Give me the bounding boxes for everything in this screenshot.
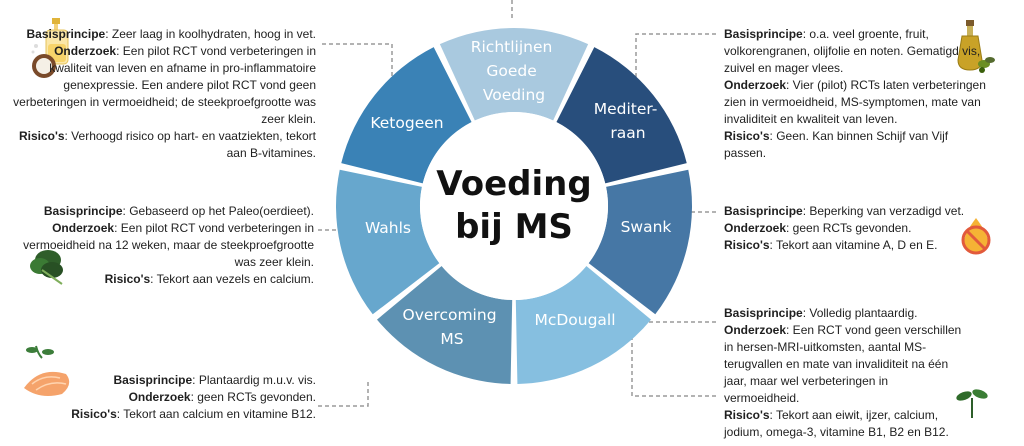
segment-mcdougall-wedge: [515, 266, 652, 384]
label-risicos: Risico's: [104, 272, 151, 286]
label-onderzoek: Onderzoek: [54, 44, 117, 58]
label-basis: Basisprincipe: [113, 373, 193, 387]
segment-wahls-label: Wahls: [365, 219, 411, 237]
label-onderzoek: Onderzoek: [52, 221, 115, 235]
center-title-line1: Voeding: [436, 164, 591, 204]
label-onderzoek: Onderzoek: [724, 323, 787, 337]
segment-overcoming[interactable]: Overcoming MS: [376, 266, 513, 384]
ketogeen-onderzoek: : Een pilot RCT vond verbeteringen in kw…: [13, 44, 316, 126]
desc-swank: Basisprincipe: Beperking van verzadigd v…: [724, 203, 974, 254]
desc-wahls: Basisprincipe: Gebaseerd op het Paleo(oe…: [20, 203, 314, 288]
segment-ketogeen-wedge: [341, 47, 472, 184]
label-risicos: Risico's: [724, 129, 770, 143]
desc-ketogeen: Basisprincipe: Zeer laag in koolhydraten…: [10, 26, 316, 162]
mediterraan-onderzoek: : Vier (pilot) RCTs laten verbeteringen …: [724, 78, 986, 126]
segment-swank[interactable]: Swank: [588, 169, 692, 315]
ketogeen-basis: : Zeer laag in koolhydraten, hoog in vet…: [105, 27, 316, 41]
segment-overcoming-wedge: [376, 266, 513, 384]
wahls-basis: : Gebaseerd op het Paleo(oerdieet).: [122, 204, 314, 218]
overcoming-risicos: : Tekort aan calcium en vitamine B12.: [116, 407, 316, 421]
mediterraan-basis: : o.a. veel groente, fruit, volkorengran…: [724, 27, 981, 75]
segment-wahls[interactable]: Wahls: [335, 169, 440, 315]
overcoming-onderzoek: : geen RCTs gevonden.: [190, 390, 316, 404]
mcdougall-basis: : Volledig plantaardig.: [802, 306, 918, 320]
spinach-icon: [30, 250, 63, 285]
segment-swank-wedge: [588, 169, 692, 315]
segment-ketogeen[interactable]: Ketogeen: [341, 47, 472, 184]
segment-swank-label: Swank: [621, 218, 672, 236]
segment-richtlijnen[interactable]: Richtlijnen Goede Voeding: [439, 28, 589, 121]
overcoming-basis: : Plantaardig m.u.v. vis.: [192, 373, 316, 387]
salmon-icon: [24, 345, 70, 396]
label-basis: Basisprincipe: [724, 204, 803, 218]
segment-overcoming-label: Overcoming MS: [403, 306, 502, 348]
segment-wahls-wedge: [335, 169, 440, 315]
center-circle: [420, 112, 608, 300]
wahls-onderzoek: : Een pilot RCT vond verbeteringen in ve…: [23, 221, 314, 269]
center-title-line2: bij MS: [455, 207, 573, 247]
desc-overcoming: Basisprincipe: Plantaardig m.u.v. vis. O…: [40, 372, 316, 423]
segment-richtlijnen-wedge: [439, 28, 589, 121]
connector-overcoming: [318, 380, 369, 407]
coconut-oil-icon: [31, 18, 69, 78]
segment-mediterraan-wedge: [556, 47, 687, 184]
mcdougall-onderzoek: : Een RCT vond geen verschillen in herse…: [724, 323, 962, 405]
label-basis: Basisprincipe: [724, 27, 803, 41]
sprout-icon: [956, 389, 988, 418]
segment-mediterraan[interactable]: Mediter- raan: [556, 47, 687, 184]
swank-risicos: : Tekort aan vitamine A, D en E.: [769, 238, 938, 252]
segment-mcdougall-label: McDougall: [534, 311, 615, 329]
desc-mediterraan: Basisprincipe: o.a. veel groente, fruit,…: [724, 26, 992, 162]
segment-mediterraan-label: Mediter- raan: [594, 100, 663, 142]
connector-ketogeen: [322, 43, 393, 80]
swank-onderzoek: : geen RCTs gevonden.: [786, 221, 912, 235]
label-risicos: Risico's: [71, 407, 117, 421]
label-onderzoek: Onderzoek: [724, 221, 787, 235]
desc-mcdougall: Basisprincipe: Volledig plantaardig. Ond…: [724, 305, 964, 441]
label-risicos: Risico's: [724, 408, 770, 422]
ketogeen-risicos: : Verhoogd risico op hart- en vaatziekte…: [64, 129, 316, 160]
label-basis: Basisprincipe: [26, 27, 106, 41]
label-onderzoek: Onderzoek: [128, 390, 191, 404]
segment-richtlijnen-label: Richtlijnen Goede Voeding: [471, 38, 558, 104]
mcdougall-risicos: : Tekort aan eiwit, ijzer, calcium, jodi…: [724, 408, 949, 439]
label-onderzoek: Onderzoek: [724, 78, 787, 92]
no-fat-icon: [961, 218, 991, 255]
label-basis: Basisprincipe: [43, 204, 123, 218]
swank-basis: : Beperking van verzadigd vet.: [802, 204, 965, 218]
connector-mediterraan: [635, 33, 716, 86]
label-risicos: Risico's: [724, 238, 770, 252]
connector-mcdougall: [631, 321, 716, 397]
wahls-risicos: : Tekort aan vezels en calcium.: [150, 272, 314, 286]
olive-oil-icon: [957, 20, 995, 73]
segment-ketogeen-label: Ketogeen: [370, 114, 443, 132]
segment-mcdougall[interactable]: McDougall: [515, 266, 652, 384]
connector-lines: [318, 0, 716, 407]
label-basis: Basisprincipe: [724, 306, 803, 320]
label-risicos: Risico's: [18, 129, 65, 143]
mediterraan-risicos: : Geen. Kan binnen Schijf van Vijf passe…: [724, 129, 949, 160]
